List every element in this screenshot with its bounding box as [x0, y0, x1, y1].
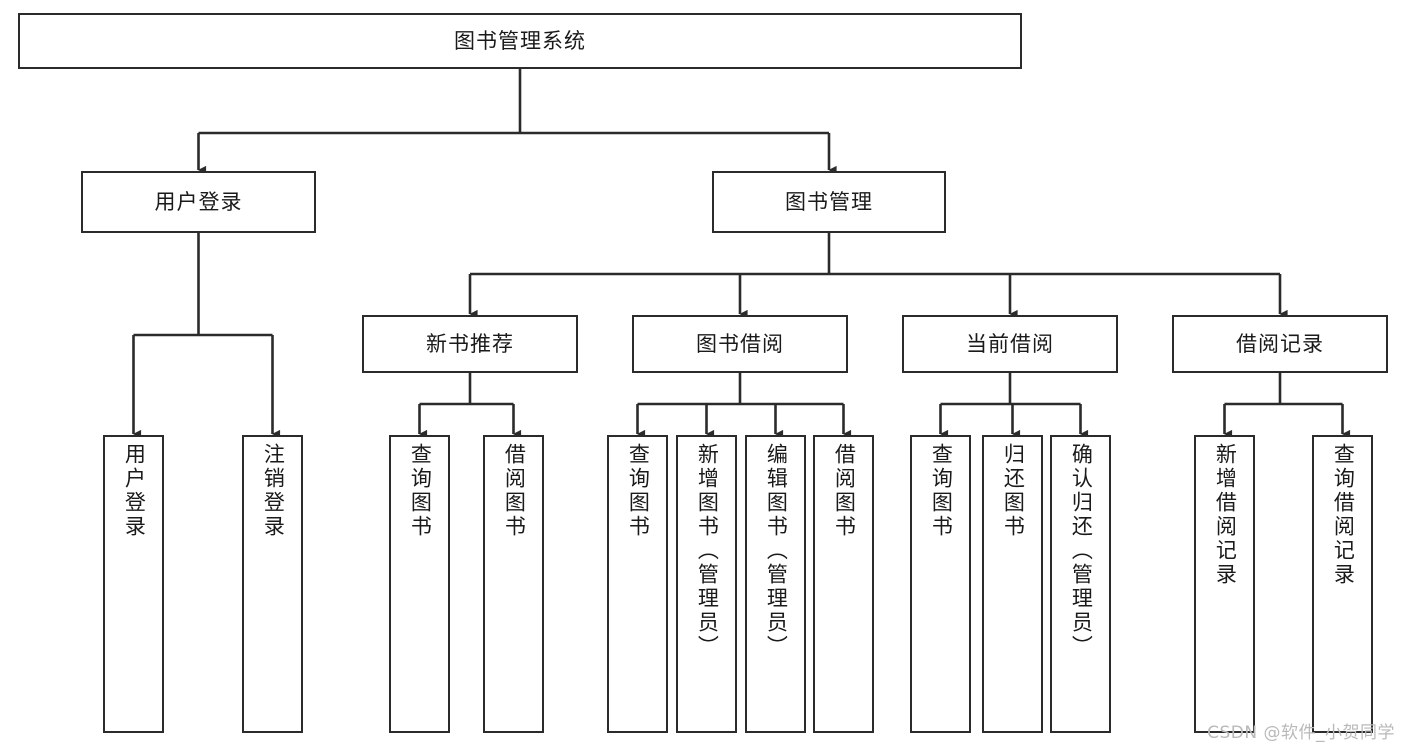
node-label: 编辑图书（管理员） — [764, 443, 789, 659]
node-label: 确认归还（管理员） — [1069, 443, 1094, 659]
node-leaf10[interactable]: 归还图书 — [982, 435, 1043, 733]
node-label: 查询图书 — [929, 443, 954, 539]
node-label: 新书推荐 — [426, 331, 514, 356]
node-label: 图书管理 — [785, 189, 873, 214]
node-leaf2[interactable]: 注销登录 — [242, 435, 303, 733]
node-current[interactable]: 当前借阅 — [902, 315, 1118, 373]
node-leaf8[interactable]: 借阅图书 — [813, 435, 874, 733]
node-leaf1[interactable]: 用户登录 — [103, 435, 164, 733]
node-label: 查询借阅记录 — [1331, 443, 1356, 587]
node-borrow[interactable]: 图书借阅 — [632, 315, 848, 373]
node-bookmgmt[interactable]: 图书管理 — [712, 171, 946, 233]
node-label: 用户登录 — [122, 443, 147, 539]
node-leaf6[interactable]: 新增图书（管理员） — [676, 435, 737, 733]
node-leaf4[interactable]: 借阅图书 — [483, 435, 544, 733]
node-label: 借阅图书 — [832, 443, 857, 539]
node-leaf13[interactable]: 查询借阅记录 — [1312, 435, 1373, 733]
node-newbook[interactable]: 新书推荐 — [362, 315, 578, 373]
node-label: 图书管理系统 — [454, 28, 586, 53]
node-leaf11[interactable]: 确认归还（管理员） — [1050, 435, 1111, 733]
node-label: 查询图书 — [408, 443, 433, 539]
node-label: 注销登录 — [261, 443, 286, 539]
watermark-text: CSDN @软件_小贺同学 — [1207, 723, 1395, 743]
node-label: 用户登录 — [154, 189, 243, 214]
node-leaf7[interactable]: 编辑图书（管理员） — [745, 435, 806, 733]
node-label: 新增借阅记录 — [1213, 443, 1238, 587]
node-root[interactable]: 图书管理系统 — [18, 13, 1022, 69]
node-label: 图书借阅 — [696, 331, 784, 356]
node-leaf9[interactable]: 查询图书 — [910, 435, 971, 733]
node-leaf5[interactable]: 查询图书 — [607, 435, 668, 733]
node-label: 借阅图书 — [502, 443, 527, 539]
node-label: 新增图书（管理员） — [695, 443, 720, 659]
node-records[interactable]: 借阅记录 — [1172, 315, 1388, 373]
node-label: 查询图书 — [626, 443, 651, 539]
node-label: 借阅记录 — [1236, 331, 1324, 356]
node-label: 当前借阅 — [966, 331, 1054, 356]
node-leaf12[interactable]: 新增借阅记录 — [1194, 435, 1255, 733]
node-login[interactable]: 用户登录 — [81, 171, 316, 233]
node-leaf3[interactable]: 查询图书 — [389, 435, 450, 733]
node-label: 归还图书 — [1001, 443, 1026, 539]
